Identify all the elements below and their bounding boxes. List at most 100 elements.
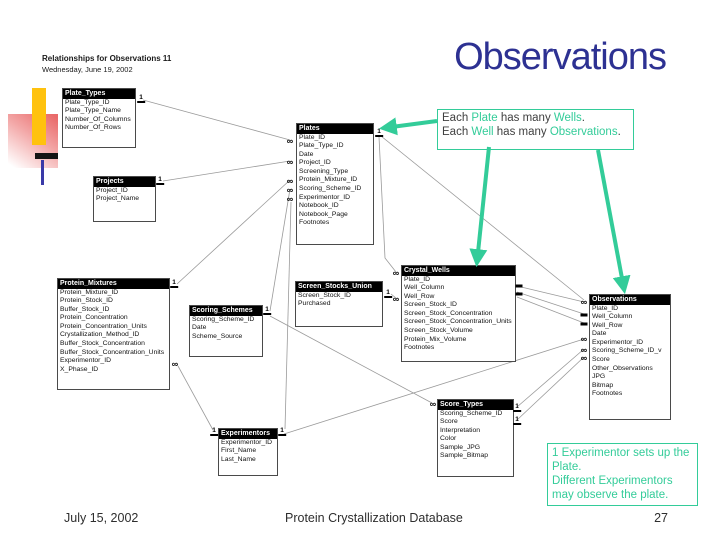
er-field: Plate_Type_ID bbox=[65, 98, 110, 106]
cardinality-one-marker: 1 bbox=[384, 289, 392, 298]
relationship-line bbox=[269, 315, 433, 404]
relationship-line bbox=[162, 160, 291, 182]
relationship-line bbox=[284, 201, 292, 430]
cardinality-one-marker: 1 bbox=[375, 128, 383, 137]
er-field: Well_Row bbox=[404, 292, 435, 300]
er-field: Protein_Concentration_Units bbox=[60, 322, 147, 330]
er-field: Buffer_Stock_ID bbox=[60, 305, 110, 313]
er-field: Screen_Stock_ID bbox=[404, 301, 457, 309]
er-field: Scoring_Scheme_ID_v bbox=[592, 347, 662, 355]
er-field: Buffer_Stock_Concentration bbox=[60, 340, 145, 348]
cardinality-tick-marker bbox=[515, 292, 523, 296]
er-field: Experimentor_ID bbox=[60, 357, 111, 365]
callout-arrow bbox=[596, 149, 631, 295]
er-field: Plate_ID bbox=[404, 275, 431, 283]
er-field: Scoring_Scheme_ID bbox=[299, 185, 362, 193]
relationship-line bbox=[516, 356, 585, 421]
er-field: Plate_Type_Name bbox=[65, 107, 121, 115]
callout-text: Each bbox=[442, 125, 472, 138]
er-field: Well_Column bbox=[592, 313, 633, 321]
report-header: Relationships for Observations 11 Wednes… bbox=[42, 54, 171, 74]
er-field: Protein_Mixture_ID bbox=[299, 176, 358, 184]
relationship-line bbox=[516, 285, 585, 303]
cardinality-many-marker: ∞ bbox=[171, 359, 179, 369]
er-field: Bitmap bbox=[592, 381, 614, 389]
er-field: Experimentor_ID bbox=[592, 338, 643, 346]
er-field: Experimentor_ID bbox=[221, 438, 272, 446]
er-field: JPG bbox=[592, 373, 606, 381]
cardinality-one-marker: 1 bbox=[513, 403, 521, 412]
er-field: Sample_Bitmap bbox=[440, 452, 488, 460]
cardinality-many-marker: ∞ bbox=[429, 399, 437, 409]
er-field: Color bbox=[440, 435, 457, 443]
callout-plate-wells: Each Plate has many Wells.Each Well has … bbox=[437, 109, 634, 150]
cardinality-many-marker: ∞ bbox=[286, 176, 294, 186]
er-field: Date bbox=[299, 150, 314, 158]
er-table-title: Plate_Types bbox=[63, 89, 135, 99]
callout-line: Each Well has many Observations. bbox=[442, 126, 629, 140]
er-field: Protein_Concentration bbox=[60, 314, 128, 322]
er-field: Score bbox=[592, 356, 610, 364]
er-field: Well_Row bbox=[592, 321, 623, 329]
er-field: Scheme_Source bbox=[192, 332, 243, 340]
er-table-title: Score_Types bbox=[438, 400, 513, 410]
er-field: Project_Name bbox=[96, 195, 140, 203]
cardinality-one-marker: 1 bbox=[156, 176, 164, 185]
er-field: Experimentor_ID bbox=[299, 193, 350, 201]
er-field: Screen_Stock_Concentration bbox=[404, 309, 493, 317]
er-table-title: Protein_Mixtures bbox=[58, 279, 169, 289]
cardinality-many-marker: ∞ bbox=[392, 268, 400, 278]
er-table-title: Observations bbox=[590, 295, 670, 305]
er-table-title: Crystal_Wells bbox=[402, 266, 515, 276]
er-field: Plate_ID bbox=[299, 133, 326, 141]
relationship-line bbox=[380, 135, 585, 301]
callout-line: Each Plate has many Wells. bbox=[442, 112, 629, 126]
er-field: Protein_Mix_Volume bbox=[404, 335, 467, 343]
er-field: Well_Column bbox=[404, 284, 445, 292]
er-field: Protein_Stock_ID bbox=[60, 297, 113, 305]
callout-keyword: Plate bbox=[471, 112, 498, 124]
er-field: Project_ID bbox=[96, 186, 128, 194]
report-title: Relationships for Observations 11 bbox=[42, 54, 172, 63]
cardinality-many-marker: ∞ bbox=[286, 185, 294, 195]
callout-text: . bbox=[617, 125, 621, 138]
relationship-line bbox=[516, 348, 585, 408]
cardinality-one-marker: 1 bbox=[210, 427, 218, 436]
er-field: Protein_Mixture_ID bbox=[60, 288, 119, 296]
footer-title: Protein Crystallization Database bbox=[285, 511, 463, 525]
er-field: Date bbox=[192, 324, 207, 332]
cardinality-tick-marker bbox=[515, 284, 523, 288]
relationship-line bbox=[516, 296, 585, 324]
callout-keyword: Observations bbox=[549, 125, 618, 138]
er-field: Buffer_Stock_Concentration_Units bbox=[60, 348, 165, 356]
er-field: Footnotes bbox=[404, 344, 435, 352]
er-field: Number_Of_Rows bbox=[65, 124, 121, 132]
er-field: Footnotes bbox=[299, 219, 330, 227]
decoration-blue-bar bbox=[41, 160, 44, 185]
callout-keyword: Well bbox=[471, 125, 494, 138]
er-field: X_Phase_ID bbox=[60, 365, 99, 373]
er-field: Screening_Type bbox=[299, 167, 349, 175]
er-field: Scoring_Scheme_ID bbox=[192, 315, 255, 323]
relationship-line bbox=[516, 291, 585, 315]
cardinality-tick-marker bbox=[580, 313, 588, 317]
er-table-title: Experimentors bbox=[219, 429, 277, 439]
er-field: Notebook_Page bbox=[299, 210, 348, 218]
cardinality-many-marker: ∞ bbox=[286, 194, 294, 204]
cardinality-one-marker: 1 bbox=[513, 416, 521, 425]
er-field: Interpretation bbox=[440, 426, 481, 434]
er-field: Other_Observations bbox=[592, 364, 653, 372]
callout-experimentor: 1 Experimentor sets up the Plate. Differ… bbox=[547, 443, 698, 506]
cardinality-one-marker: 1 bbox=[278, 427, 286, 436]
cardinality-many-marker: ∞ bbox=[286, 136, 294, 146]
cardinality-one-marker: 1 bbox=[170, 279, 178, 288]
decoration-black-bar bbox=[35, 153, 58, 159]
er-table-title: Plates bbox=[297, 124, 373, 134]
callout-text: . bbox=[581, 112, 585, 124]
callout-arrow bbox=[469, 146, 491, 268]
